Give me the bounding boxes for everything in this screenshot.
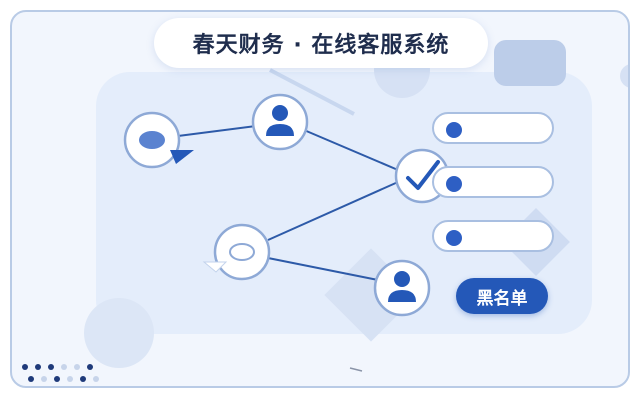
bullet-dot-icon bbox=[446, 122, 462, 138]
user-icon bbox=[251, 93, 309, 151]
title-banner: 春天财务 · 在线客服系统 bbox=[154, 18, 488, 68]
input-field-3[interactable] bbox=[432, 220, 554, 252]
small-dash bbox=[349, 367, 363, 372]
bullet-dot-icon bbox=[446, 176, 462, 192]
link-chat-check bbox=[267, 181, 399, 241]
link-chat-user bbox=[177, 125, 257, 137]
input-field-1[interactable] bbox=[432, 112, 554, 144]
input-field-2[interactable] bbox=[432, 166, 554, 198]
bg-rounded-rect bbox=[494, 40, 566, 86]
page-title: 春天财务 · 在线客服系统 bbox=[192, 33, 450, 58]
bg-circle-right bbox=[620, 64, 628, 88]
user-icon bbox=[373, 259, 431, 317]
bullet-dot-icon bbox=[446, 230, 462, 246]
connection-lines bbox=[177, 125, 399, 281]
bg-stripe bbox=[269, 68, 355, 116]
bg-circle-bottom-left bbox=[84, 298, 154, 368]
blacklist-button[interactable]: 黑名单 bbox=[456, 278, 548, 314]
chat-bubble-icon bbox=[123, 111, 194, 169]
chat-bubble-outline-icon bbox=[202, 223, 271, 281]
link-chat-user2 bbox=[267, 257, 379, 281]
link-user-check bbox=[303, 129, 399, 171]
